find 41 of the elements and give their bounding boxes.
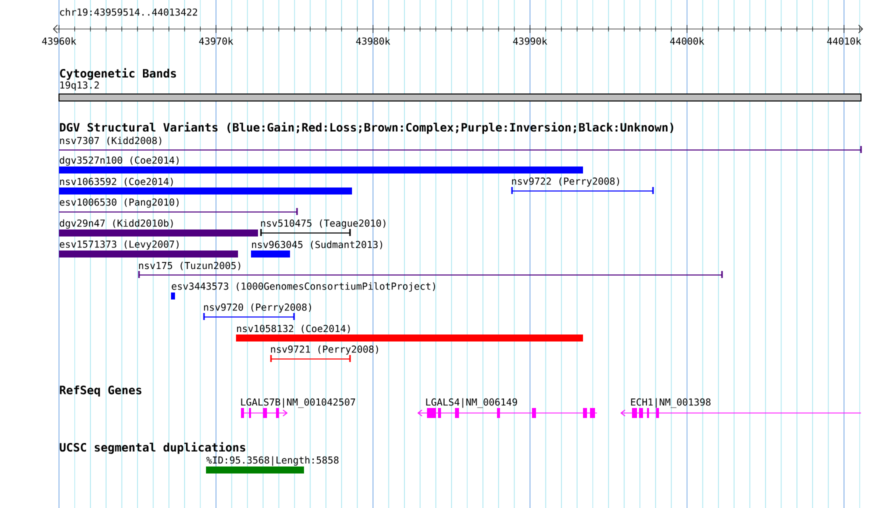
variant-feature: nsv1063592 (Coe2014) <box>59 178 352 194</box>
node-label: dgv29n47 (Kidd2010b) <box>60 219 173 229</box>
node-label: esv3443573 (1000GenomesConsortiumPilotProject) <box>172 282 436 292</box>
track-heading: Cytogenetic Bands <box>60 68 176 80</box>
variant-feature: nsv175 (Tuzun2005) <box>138 262 723 278</box>
variant-feature: esv1006530 (Pang2010) <box>58 198 298 215</box>
tick-label: 44000k <box>670 37 704 45</box>
tick-label: 43970k <box>199 37 234 45</box>
node-label: LGALS4|NM_006149 <box>426 398 518 408</box>
variant-feature: esv3443573 (1000GenomesConsortiumPilotProject) <box>171 282 436 300</box>
node-label: esv1571373 (Levy2007) <box>60 240 179 250</box>
gene-feature: LGALS4|NM_006149 <box>417 398 598 418</box>
duplication-feature: %ID:95.3568|Length:5858 <box>206 456 338 474</box>
node-label: dgv3527n100 (Coe2014) <box>60 156 179 166</box>
variant-feature: nsv9722 (Perry2008) <box>511 177 654 194</box>
band-label: 19q13.2 <box>60 81 99 91</box>
node-label: nsv963045 (Sudmant2013) <box>252 240 382 250</box>
variant-feature: nsv7307 (Kidd2008) <box>58 136 862 153</box>
variant-feature: esv1571373 (Levy2007) <box>59 240 238 258</box>
tick-label: 44010k <box>827 37 862 45</box>
gene-feature: ECH1|NM_001398 <box>620 398 862 418</box>
tick-label: 43990k <box>513 37 548 45</box>
variant-feature: dgv3527n100 (Coe2014) <box>59 156 583 174</box>
variant-feature: nsv9720 (Perry2008) <box>203 303 311 320</box>
position-label: chr19:43959514..44013422 <box>60 8 198 16</box>
variant-feature: dgv29n47 (Kidd2010b) <box>59 219 258 236</box>
node-label: ECH1|NM_001398 <box>631 398 710 408</box>
gene-feature: LGALS7B|NM_001042507 <box>240 398 356 418</box>
tick-label: 43960k <box>42 37 76 45</box>
variant-feature: nsv1058132 (Coe2014) <box>236 324 583 342</box>
track-heading: DGV Structural Variants (Blue:Gain;Red:Loss;Brown:Complex;Purple:Inversion;Black:Unknown) <box>60 122 674 134</box>
node-label: nsv1058132 (Coe2014) <box>237 324 350 334</box>
variant-feature: nsv510475 (Teague2010) <box>260 219 386 236</box>
node-label: LGALS7B|NM_001042507 <box>241 398 356 408</box>
tick-label: 43980k <box>356 37 390 45</box>
node-label: nsv1063592 (Coe2014) <box>60 178 173 186</box>
variant-feature: nsv9721 (Perry2008) <box>270 345 378 362</box>
track-heading: UCSC segmental duplications <box>60 442 246 454</box>
node-label: %ID:95.3568|Length:5858 <box>206 456 339 466</box>
track-heading: RefSeq Genes <box>60 385 142 397</box>
variant-feature: nsv963045 (Sudmant2013) <box>251 240 382 258</box>
